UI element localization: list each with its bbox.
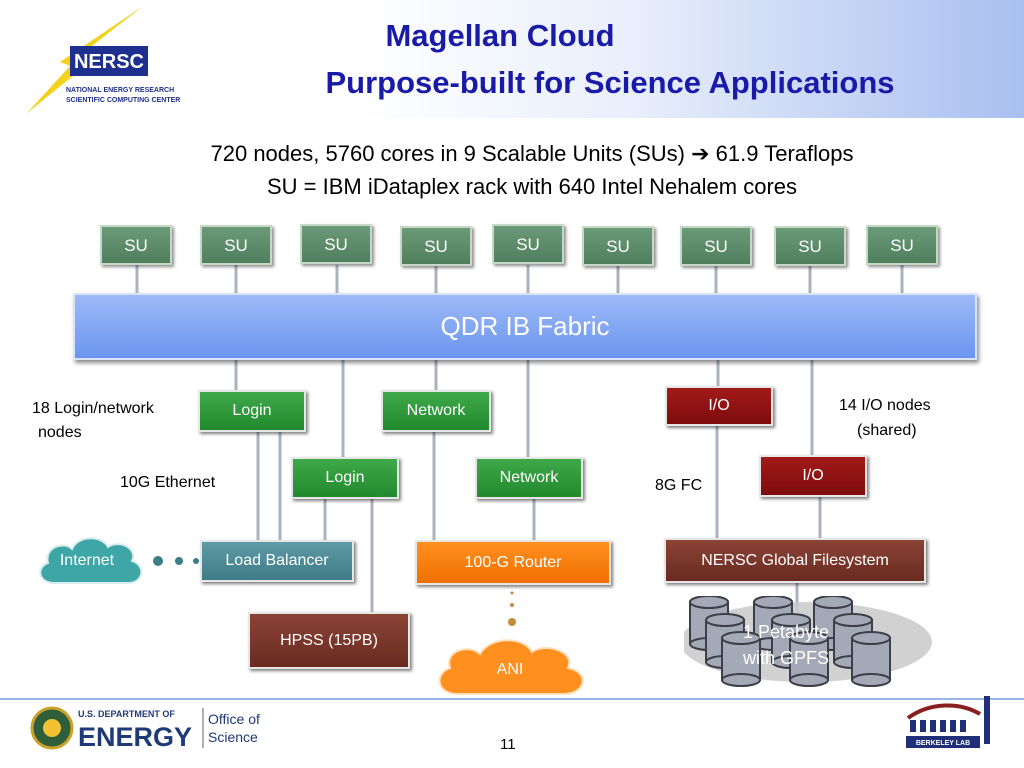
su-unit: SU	[680, 226, 752, 266]
io-node-2: I/O	[759, 455, 867, 497]
berkeley-lab-logo: BERKELEY LAB	[906, 696, 990, 748]
office-line-1: Office of	[208, 711, 260, 727]
su-unit: SU	[582, 226, 654, 266]
login-node-2: Login	[291, 457, 399, 499]
nersc-logo-sub1: NATIONAL ENERGY RESEARCH	[66, 87, 174, 94]
internet-cloud: Internet	[39, 537, 143, 584]
nersc-logo: NERSC NATIONAL ENERGY RESEARCH SCIENTIFI…	[26, 6, 180, 114]
load-balancer: Load Balancer	[200, 540, 354, 582]
storage-array: 1 Petabyte with GPFS	[684, 596, 932, 687]
office-of-science: Office of Science	[208, 710, 260, 746]
su-unit: SU	[400, 226, 472, 266]
page-number: 11	[500, 736, 516, 753]
link-dot	[508, 618, 516, 626]
global-filesystem: NERSC Global Filesystem	[664, 538, 926, 583]
doe-big-text: ENERGY	[78, 722, 192, 752]
ani-cloud: ANI	[438, 639, 584, 695]
storage-label-2: with GPFS	[742, 648, 829, 668]
login-nodes-label-1: 18 Login/network	[32, 400, 154, 417]
nersc-logo-box	[70, 46, 148, 76]
summary-line-2: SU = IBM iDataplex rack with 640 Intel N…	[266, 174, 798, 199]
nersc-logo-sub2: SCIENTIFIC COMPUTING CENTER	[66, 97, 180, 104]
login-nodes-label-2: nodes	[38, 424, 82, 441]
doe-small-text: U.S. DEPARTMENT OF	[78, 709, 175, 719]
su-unit: SU	[866, 225, 938, 265]
su-unit: SU	[492, 224, 564, 264]
router-100g: 100-G Router	[415, 540, 611, 585]
page-title: Magellan Cloud	[385, 18, 615, 53]
fc-label: 8G FC	[655, 477, 703, 494]
qdr-ib-fabric: QDR IB Fabric	[73, 293, 977, 360]
internet-label: Internet	[60, 552, 115, 569]
io-nodes-label-1: 14 I/O nodes	[839, 397, 931, 414]
su-unit: SU	[300, 224, 372, 264]
page-subtitle: Purpose-built for Science Applications	[325, 65, 895, 100]
network-node-1: Network	[381, 390, 491, 432]
su-unit: SU	[100, 225, 172, 265]
link-dot	[510, 591, 514, 595]
link-dot	[510, 603, 514, 607]
footer-divider	[0, 698, 1024, 700]
storage-label-1: 1 Petabyte	[743, 622, 829, 642]
summary-teraflops: 61.9 Teraflops	[715, 141, 854, 166]
hpss-storage: HPSS (15PB)	[248, 612, 410, 669]
office-line-2: Science	[208, 729, 258, 745]
io-nodes-label-2: (shared)	[857, 422, 917, 439]
header-band	[0, 0, 1024, 118]
su-unit: SU	[200, 225, 272, 265]
ethernet-label: 10G Ethernet	[120, 474, 216, 491]
network-node-2: Network	[475, 457, 583, 499]
summary-cores: 720 nodes, 5760 cores in 9 Scalable Unit…	[210, 141, 685, 166]
arrow-icon: ➔	[691, 141, 710, 166]
nersc-logo-text: NERSC	[74, 51, 144, 73]
summary-line-1: 720 nodes, 5760 cores in 9 Scalable Unit…	[20, 139, 1024, 169]
link-dot	[153, 556, 163, 566]
link-dot	[193, 558, 199, 564]
ani-label: ANI	[497, 661, 524, 678]
io-node-1: I/O	[665, 386, 773, 426]
login-node-1: Login	[198, 390, 306, 432]
berkeley-lab-text: BERKELEY LAB	[916, 740, 970, 747]
su-unit: SU	[774, 226, 846, 266]
link-dot	[175, 557, 183, 565]
doe-logo: U.S. DEPARTMENT OF ENERGY	[30, 706, 204, 752]
